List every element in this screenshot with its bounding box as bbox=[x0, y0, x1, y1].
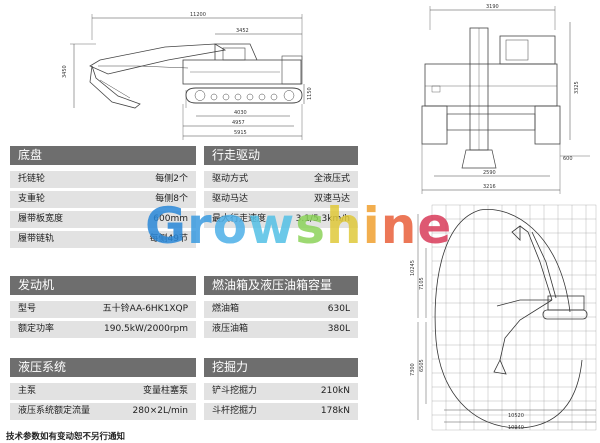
dim-reach-wall-depth: 6505 bbox=[419, 359, 425, 372]
watermark-letter: r bbox=[187, 197, 213, 255]
watermark-letter: s bbox=[295, 197, 327, 255]
watermark-letter: e bbox=[417, 197, 453, 255]
spec-row: 液压油箱 380L bbox=[204, 321, 358, 338]
spec-row: 支重轮 每侧8个 bbox=[10, 191, 196, 208]
spec-row: 托链轮 每侧2个 bbox=[10, 171, 196, 188]
dim-side-total-length: 11200 bbox=[190, 12, 206, 18]
dim-side-track-height: 1150 bbox=[307, 87, 313, 100]
section-header-travel: 行走驱动 bbox=[204, 146, 358, 165]
spec-row: 驱动马达 双速马达 bbox=[204, 191, 358, 208]
spec-label: 驱动方式 bbox=[212, 174, 249, 184]
spec-label: 履带板宽度 bbox=[18, 214, 64, 224]
spec-label: 支重轮 bbox=[18, 194, 46, 204]
dim-reach-dig-depth: 7300 bbox=[410, 363, 416, 376]
spec-label: 液压系统额定流量 bbox=[18, 406, 91, 416]
spec-value: 210kN bbox=[320, 386, 350, 396]
front-view-drawing bbox=[421, 6, 590, 194]
section-header-chassis: 底盘 bbox=[10, 146, 196, 165]
spec-value: 178kN bbox=[320, 406, 350, 416]
spec-value: 190.5kW/2000rpm bbox=[104, 324, 188, 334]
spec-row: 铲斗挖掘力 210kN bbox=[204, 383, 358, 400]
dim-front-height: 3325 bbox=[574, 81, 580, 94]
dim-reach-ground-reach: 10940 bbox=[508, 425, 524, 431]
section-header-hydraulic: 液压系统 bbox=[10, 358, 196, 377]
watermark-letter: n bbox=[380, 197, 418, 255]
side-view-drawing bbox=[70, 14, 305, 140]
spec-row: 履带板宽度 600mm bbox=[10, 211, 196, 228]
spec-row: 燃油箱 630L bbox=[204, 301, 358, 318]
spec-row: 履带链轨 每侧49节 bbox=[10, 231, 196, 248]
spec-value: 全液压式 bbox=[313, 174, 350, 184]
dim-front-width-top: 3190 bbox=[486, 4, 499, 10]
spec-value: 280×2L/min bbox=[132, 406, 188, 416]
spec-label: 液压油箱 bbox=[212, 324, 249, 334]
watermark-letter: w bbox=[248, 197, 296, 255]
spec-row: 型号 五十铃AA-6HK1XQP bbox=[10, 301, 196, 318]
dim-side-cab-offset: 3452 bbox=[236, 28, 249, 34]
dim-side-track-length: 4957 bbox=[232, 120, 245, 126]
spec-label: 最大行走速度 bbox=[212, 214, 267, 224]
spec-row: 主泵 变量柱塞泵 bbox=[10, 383, 196, 400]
spec-value: 630L bbox=[327, 304, 350, 314]
section-header-tank: 燃油箱及液压油箱容量 bbox=[204, 276, 358, 295]
watermark-letter: o bbox=[212, 197, 249, 255]
dim-front-overall-width: 3216 bbox=[483, 184, 496, 190]
spec-value: 变量柱塞泵 bbox=[142, 386, 188, 396]
section-header-engine: 发动机 bbox=[10, 276, 196, 295]
spec-label: 履带链轨 bbox=[18, 234, 55, 244]
dim-reach-height-total: 10245 bbox=[410, 260, 416, 276]
dim-reach-radius: 10520 bbox=[508, 413, 524, 419]
spec-label: 主泵 bbox=[18, 386, 37, 396]
spec-row: 驱动方式 全液压式 bbox=[204, 171, 358, 188]
spec-label: 托链轮 bbox=[18, 174, 46, 184]
spec-label: 驱动马达 bbox=[212, 194, 249, 204]
spec-value: 380L bbox=[327, 324, 350, 334]
growshine-watermark: Growshine bbox=[145, 197, 452, 255]
spec-label: 型号 bbox=[18, 304, 37, 314]
spec-value: 600mm bbox=[153, 214, 188, 224]
spec-value: 五十铃AA-6HK1XQP bbox=[102, 304, 188, 314]
spec-label: 斗杆挖掘力 bbox=[212, 406, 258, 416]
watermark-letter: h bbox=[326, 197, 363, 255]
dim-front-track-width: 2590 bbox=[483, 170, 496, 176]
spec-row: 额定功率 190.5kW/2000rpm bbox=[10, 321, 196, 338]
spec-value: 双速马达 bbox=[313, 194, 350, 204]
section-header-digging: 挖掘力 bbox=[204, 358, 358, 377]
spec-value: 每侧8个 bbox=[155, 194, 188, 204]
dim-side-tail-length: 5915 bbox=[234, 130, 247, 136]
dim-side-height: 3450 bbox=[62, 65, 68, 78]
spec-row: 液压系统额定流量 280×2L/min bbox=[10, 403, 196, 420]
dim-reach-dump-height: 7105 bbox=[419, 277, 425, 290]
spec-row: 最大行走速度 3.1/5.3km/h bbox=[204, 211, 358, 228]
spec-label: 铲斗挖掘力 bbox=[212, 386, 258, 396]
watermark-letter: G bbox=[145, 197, 188, 255]
watermark-letter: i bbox=[362, 197, 381, 255]
spec-value: 3.1/5.3km/h bbox=[295, 214, 350, 224]
spec-label: 额定功率 bbox=[18, 324, 55, 334]
dim-front-track-shoe: 600 bbox=[563, 156, 573, 162]
working-range-diagram bbox=[417, 204, 597, 431]
dim-side-tumbler-center: 4030 bbox=[234, 110, 247, 116]
footer-note: 技术参数如有变动恕不另行通知 bbox=[6, 432, 126, 442]
spec-value: 每侧49节 bbox=[149, 234, 188, 244]
spec-row: 斗杆挖掘力 178kN bbox=[204, 403, 358, 420]
spec-value: 每侧2个 bbox=[155, 174, 188, 184]
spec-label: 燃油箱 bbox=[212, 304, 240, 314]
